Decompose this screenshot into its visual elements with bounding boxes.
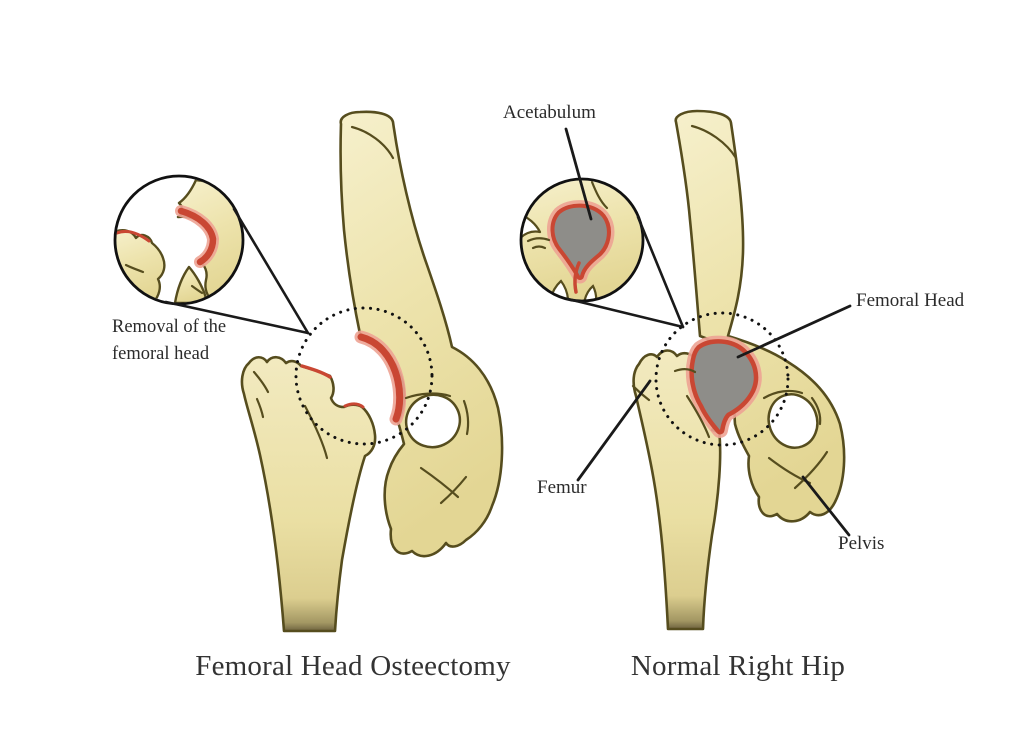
femur-label: Femur	[537, 477, 587, 498]
pelvis-label: Pelvis	[838, 533, 885, 554]
removal-label: Removal of the femoral head	[112, 314, 252, 368]
femur-leader-line	[576, 379, 652, 482]
magnifier-circle-outline-right	[519, 177, 645, 303]
magnifier-inset-right	[519, 177, 645, 303]
focus-dotted-circle-right	[654, 311, 790, 447]
inset-acetabulum-socket-right	[554, 207, 607, 276]
left-panel-caption: Femoral Head Osteectomy	[195, 650, 511, 682]
inset-cartilage-left	[177, 207, 217, 266]
femoral-head-leader-line	[736, 304, 852, 359]
right-panel-illustration	[519, 109, 852, 631]
femur-cut-cartilage-left	[300, 364, 332, 379]
femur-stump-cartilage-left	[343, 402, 365, 409]
femoral-head-right	[693, 343, 754, 430]
obturator-foramen-left	[404, 393, 462, 449]
pelvis-leader-line	[801, 475, 851, 537]
inset-cartilage-tail-right	[573, 261, 581, 294]
left-panel-illustration	[113, 110, 504, 633]
acetabulum-cartilage-left	[357, 333, 404, 423]
femur-bone-right	[632, 349, 722, 631]
focus-dotted-circle-left	[294, 306, 434, 446]
magnifier-inset-left	[113, 174, 245, 306]
acetabulum-label: Acetabulum	[503, 102, 596, 123]
magnifier-connector-lines-right	[566, 215, 685, 329]
magnifier-connector-lines-left	[164, 207, 310, 335]
right-panel-caption: Normal Right Hip	[630, 650, 846, 682]
removal-label-line1: Removal of the	[112, 317, 227, 337]
acetabulum-leader-line	[564, 127, 593, 221]
removal-label-line2: femoral head	[112, 344, 210, 364]
inset-bone-notch-right	[522, 211, 542, 258]
bone-detail-lines-left	[252, 125, 470, 505]
femoral-head-label: Femoral Head	[856, 290, 965, 311]
inset-trochanter-cartilage-left	[116, 229, 151, 243]
femur-bone-left	[240, 355, 377, 633]
label-leader-lines-right	[564, 127, 852, 537]
